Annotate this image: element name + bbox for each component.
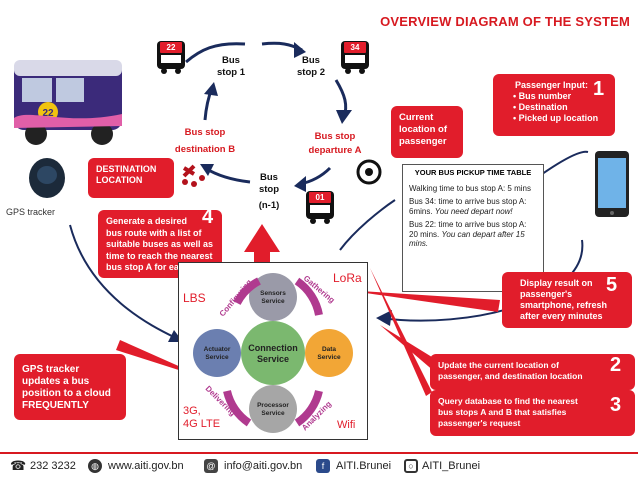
timetable-title: YOUR BUS PICKUP TIME TABLE [414,168,532,177]
step-5-number: 5 [606,274,618,296]
route-arrowhead-4 [294,176,306,192]
timetable-panel: YOUR BUS PICKUP TIME TABLE Walking time … [402,164,544,292]
timetable-row-bus34: Bus 34: time to arrive bus stop A: 6mins… [409,197,527,216]
bus-22: 22 [156,40,186,74]
connection-label-1: Connection [248,343,298,353]
footer-phone: 232 3232 [30,460,76,472]
footer-facebook[interactable]: AITI.Brunei [336,460,392,472]
connection-service-circle [241,321,305,385]
bus-01: 01 [305,190,335,224]
step-3-number: 3 [610,394,622,416]
route-arrowhead-5 [200,164,214,176]
data-label-1: Data [322,346,336,353]
processor-service-circle [249,385,297,433]
configuring-text: Configuring [218,278,254,319]
phone-link-arrowhead [376,310,392,326]
step-1-number: 1 [593,78,605,100]
wifi-label: Wifi [337,419,356,431]
bus-22-number: 22 [160,42,182,53]
route-arrowhead-3 [336,110,352,124]
analyzing-arc [294,389,323,427]
sensors-label-2: Service [261,298,285,305]
cellular-label: 3G,4G LTE [183,405,221,430]
instagram-icon: ○ [404,459,418,473]
actuator-label-1: Actuator [204,346,231,353]
connection-label-2: Service [257,354,289,364]
timetable-row-walking: Walking time to bus stop A: 5 mins [409,183,531,193]
gathering-arc [294,277,323,316]
route-arrow-1 [185,42,246,64]
sensors-service-circle [249,273,297,321]
delivering-arc [223,389,252,427]
actuator-label-2: Service [205,354,229,361]
route-arrow-5 [204,166,251,184]
step-2-number: 2 [610,354,622,376]
facebook-icon: f [316,459,330,473]
gps-tracker-device [29,158,65,198]
footer-email[interactable]: info@aiti.gov.bn [224,460,303,472]
timetable-link-line [339,199,396,251]
timetable-row-bus22: Bus 22: time to arrive bus stop A: 20 mi… [409,220,527,248]
data-service-circle [305,329,353,377]
services-diagram: Connection Service Sensors Service Data … [178,262,368,440]
smartphone-icon [595,151,629,217]
gps-link-line [69,224,181,341]
footer-instagram[interactable]: AITI_Brunei [422,460,481,472]
up-arrow [244,224,280,262]
services-svg: Connection Service Sensors Service Data … [193,273,353,433]
footer-divider [0,452,638,454]
phone-icon: ☎ [10,458,27,473]
route-arrowhead-6 [204,82,218,96]
page-title: OVERVIEW DIAGRAM OF THE SYSTEM [380,14,630,29]
sensors-label-1: Sensors [260,290,286,297]
globe-icon: ◍ [88,459,102,473]
configuring-arc [233,277,262,306]
footer-web[interactable]: www.aiti.gov.bn [108,460,184,472]
passenger-input-callout: Passenger Input: • Bus number • Destinat… [493,74,615,136]
van-number: 22 [42,108,54,119]
email-icon: @ [204,459,218,473]
data-label-2: Service [317,354,341,361]
bus-34: 34 [340,40,370,74]
step-4-number: 4 [202,206,214,228]
processor-label-2: Service [261,410,285,417]
footer-bar: ☎ 232 3232 ◍ www.aiti.gov.bn @ info@aiti… [0,452,638,479]
wedge-display [345,290,500,312]
gps-tracker-label: GPS tracker [6,207,56,217]
wedge-query [370,268,432,396]
current-location-icon [356,159,382,185]
bus-van-image: 22 [14,60,122,145]
destination-marker-icon [182,164,205,187]
route-arrowhead-2 [294,42,306,58]
processor-label-1: Processor [257,402,289,409]
bus-34-number: 34 [344,42,366,53]
lora-label: LoRa [333,271,362,285]
lbs-label: LBS [183,291,206,305]
actuator-service-circle [193,329,241,377]
bus-01-number: 01 [309,192,331,203]
